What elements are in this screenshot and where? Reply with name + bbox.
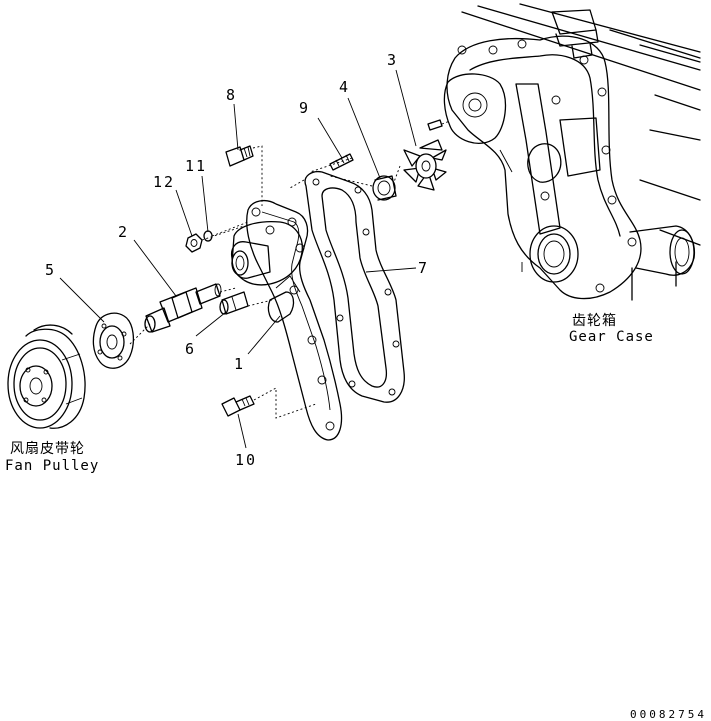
water-pump-body-part-1 (230, 199, 343, 441)
leader-lines (59, 69, 417, 449)
bolt-part-8 (225, 145, 254, 167)
part-label-8: 8 (226, 86, 238, 104)
part-label-4: 4 (339, 78, 351, 96)
nut-part-12 (185, 233, 203, 253)
part-label-5: 5 (45, 261, 57, 279)
part-label-11: 11 (185, 157, 208, 175)
alignment-lines (129, 145, 401, 419)
gasket-part-7 (304, 170, 405, 403)
seal-part-4 (372, 175, 397, 201)
shaft-bearing-part-2 (144, 283, 222, 333)
dowel-pin (427, 119, 451, 131)
part-label-3: 3 (387, 51, 399, 69)
part-label-9: 9 (299, 99, 311, 117)
washer-part-11 (203, 230, 213, 242)
fan-pulley-caption-cn: 风扇皮带轮 (10, 441, 85, 457)
bolt-part-10 (221, 395, 255, 417)
gear-case-caption-cn: 齿轮箱 (572, 313, 617, 329)
fan-pulley-caption-en: Fan Pulley (5, 458, 100, 474)
part-label-1: 1 (234, 355, 246, 373)
hub-part-5 (92, 312, 135, 369)
part-label-2: 2 (118, 223, 130, 241)
gear-case-illustration (443, 3, 701, 301)
part-label-6: 6 (185, 340, 197, 358)
part-label-7: 7 (418, 259, 430, 277)
gear-case-caption-en: Gear Case (569, 329, 654, 345)
impeller-part-3 (403, 139, 447, 191)
part-label-12: 12 (153, 173, 176, 191)
part-label-10: 10 (235, 451, 258, 469)
fan-pulley-illustration (7, 324, 86, 429)
drawing-code: 00082754 (630, 708, 707, 721)
pipe-part-6 (219, 291, 249, 315)
